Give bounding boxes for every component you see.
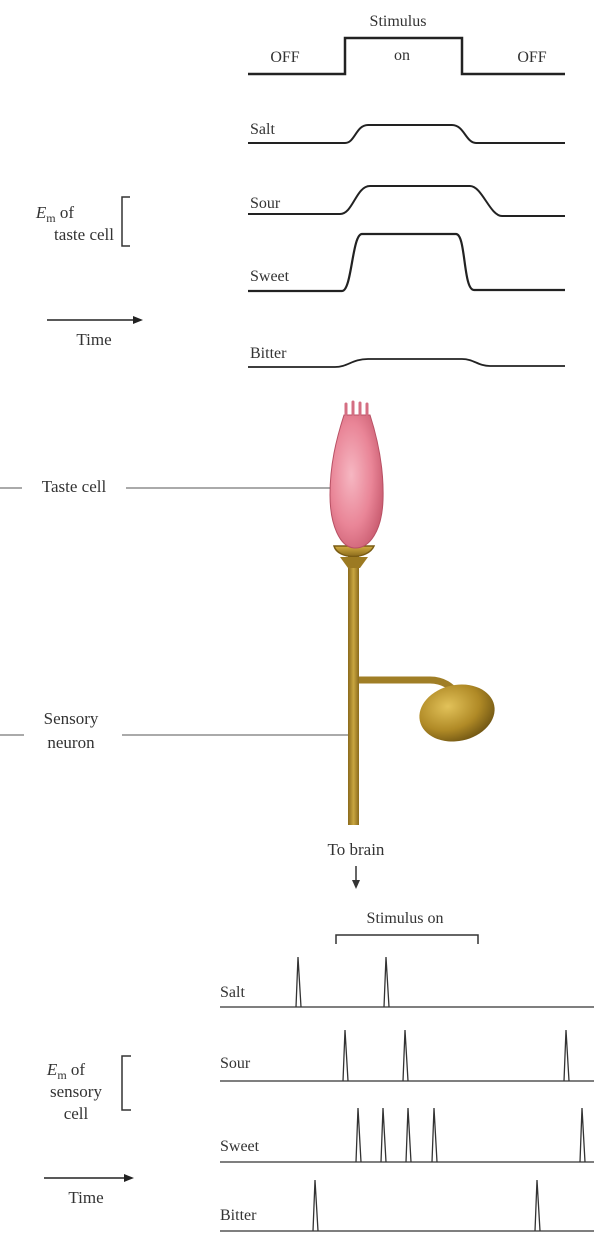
taste-cell-body bbox=[330, 415, 383, 548]
receptor-trace-label: Sweet bbox=[250, 268, 290, 285]
bottom-stimulus-panel: Stimulus on bbox=[336, 910, 478, 944]
receptor-trace-line bbox=[248, 125, 565, 143]
taste-cell-illustration bbox=[330, 402, 500, 825]
spike bbox=[343, 1030, 348, 1081]
time-arrow-top-head bbox=[133, 316, 143, 324]
bottom-stimulus-bracket bbox=[336, 935, 478, 944]
receptor-trace-label: Salt bbox=[250, 121, 275, 138]
sensory-axon bbox=[348, 555, 359, 825]
neuron-soma bbox=[414, 678, 500, 749]
bottom-stimulus-label: Stimulus on bbox=[367, 910, 444, 927]
spike bbox=[381, 1108, 386, 1162]
spike-trace-label: Sour bbox=[220, 1055, 251, 1072]
em-taste-label-line2: taste cell bbox=[54, 225, 114, 244]
spike-trace-sour: Sour bbox=[220, 1030, 594, 1081]
receptor-trace-bitter: Bitter bbox=[248, 345, 565, 367]
receptor-traces: Salt Sour Sweet Bitter bbox=[248, 121, 565, 367]
microvilli bbox=[346, 402, 367, 414]
spike bbox=[564, 1030, 569, 1081]
receptor-trace-sour: Sour bbox=[248, 186, 565, 216]
em-sensory-label: Em of bbox=[46, 1060, 85, 1082]
spike bbox=[580, 1108, 585, 1162]
top-off-right-label: OFF bbox=[517, 49, 546, 66]
top-off-left-label: OFF bbox=[270, 49, 299, 66]
spike bbox=[384, 957, 389, 1007]
em-sensory-label-line3: cell bbox=[64, 1104, 89, 1123]
middle-labels: Taste cell Sensory neuron To brain bbox=[0, 477, 385, 889]
spike-trace-sweet: Sweet bbox=[220, 1108, 594, 1162]
spike-traces: Salt Sour Sweet Bitter bbox=[220, 957, 594, 1231]
time-label-bottom: Time bbox=[68, 1188, 103, 1207]
spike-trace-label: Sweet bbox=[220, 1138, 260, 1155]
top-stimulus-panel: Stimulus on OFF OFF bbox=[248, 13, 565, 74]
bottom-axis-legend: Em of sensory cell Time bbox=[44, 1056, 134, 1207]
sensory-neuron-label-line1: Sensory bbox=[44, 709, 99, 728]
to-brain-label: To brain bbox=[328, 840, 385, 859]
spike-trace-bitter: Bitter bbox=[220, 1180, 594, 1231]
receptor-trace-sweet: Sweet bbox=[248, 234, 565, 291]
receptor-trace-line bbox=[248, 234, 565, 291]
em-taste-bracket bbox=[122, 197, 130, 246]
receptor-trace-label: Bitter bbox=[250, 345, 287, 362]
top-on-label: on bbox=[394, 47, 410, 64]
em-taste-label: Em of bbox=[35, 203, 74, 225]
em-sensory-bracket bbox=[122, 1056, 131, 1110]
time-label-top: Time bbox=[76, 330, 111, 349]
receptor-trace-label: Sour bbox=[250, 195, 281, 212]
spike bbox=[432, 1108, 437, 1162]
spike-trace-label: Bitter bbox=[220, 1207, 257, 1224]
receptor-trace-line bbox=[248, 186, 565, 216]
spike bbox=[296, 957, 301, 1007]
spike-trace-salt: Salt bbox=[220, 957, 594, 1007]
spike-trace-label: Salt bbox=[220, 984, 245, 1001]
receptor-trace-salt: Salt bbox=[248, 121, 565, 143]
sensory-neuron-label-line2: neuron bbox=[47, 733, 95, 752]
to-brain-arrow-head bbox=[352, 880, 360, 889]
top-stimulus-label: Stimulus bbox=[370, 13, 427, 30]
top-axis-legend: Em of taste cell Time bbox=[35, 197, 143, 349]
spike bbox=[406, 1108, 411, 1162]
time-arrow-bottom-head bbox=[124, 1174, 134, 1182]
spike bbox=[535, 1180, 540, 1231]
spike bbox=[356, 1108, 361, 1162]
taste-cell-label: Taste cell bbox=[42, 477, 107, 496]
spike bbox=[313, 1180, 318, 1231]
synapse-cup bbox=[340, 557, 368, 568]
em-sensory-label-line2: sensory bbox=[50, 1082, 102, 1101]
receptor-trace-line bbox=[248, 359, 565, 367]
spike bbox=[403, 1030, 408, 1081]
